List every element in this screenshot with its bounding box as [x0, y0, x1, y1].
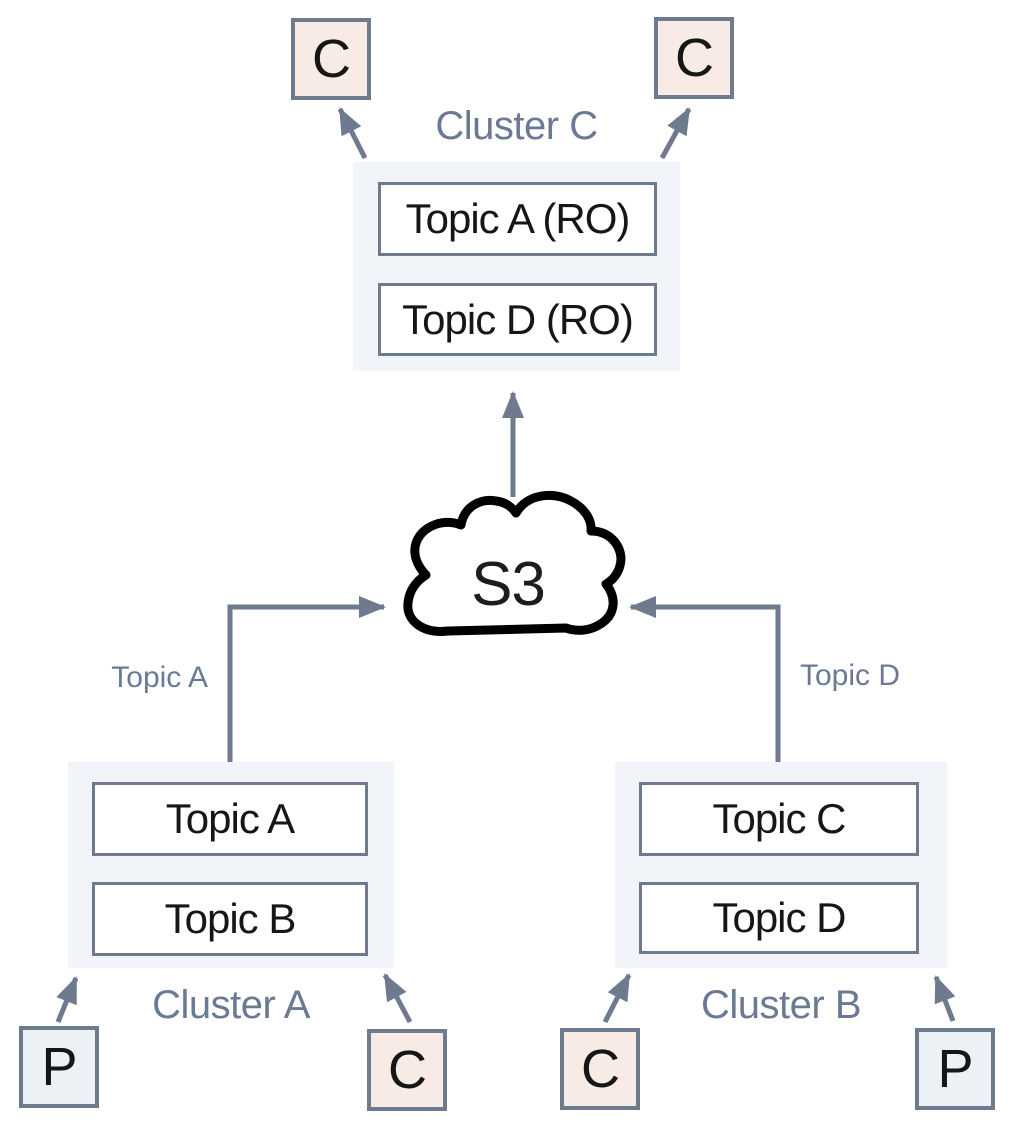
consumer-node-cluster-b: C — [560, 1028, 640, 1110]
cluster-a-box: Topic A Topic B — [68, 762, 394, 968]
cluster-c-box: Topic A (RO) Topic D (RO) — [353, 162, 680, 371]
consumer-node-top-right: C — [654, 17, 734, 99]
topic-box: Topic A (RO) — [378, 182, 657, 256]
arrow-cluster-a-to-s3 — [227, 596, 386, 762]
s3-label: S3 — [471, 550, 546, 619]
topic-box: Topic C — [639, 782, 919, 856]
consumer-node-top-left: C — [291, 18, 371, 100]
consumer-node-label: C — [675, 28, 714, 88]
cluster-a-label: Cluster A — [152, 983, 310, 1027]
consumer-node-label: C — [581, 1039, 620, 1099]
producer-node-label: P — [41, 1037, 77, 1097]
producer-node-cluster-b: P — [915, 1028, 995, 1110]
topic-box: Topic D (RO) — [378, 283, 657, 356]
edge-label-topic-a: Topic A — [111, 661, 208, 694]
producer-node-label: P — [937, 1039, 973, 1099]
producer-node-cluster-a: P — [19, 1026, 99, 1108]
consumer-node-cluster-a: C — [367, 1029, 447, 1111]
cluster-b-label: Cluster B — [701, 983, 862, 1027]
topic-box: Topic A — [92, 782, 368, 856]
cluster-b-box: Topic C Topic D — [615, 762, 947, 968]
topic-box: Topic D — [639, 882, 919, 954]
consumer-node-label: C — [312, 29, 351, 89]
edge-label-topic-d: Topic D — [800, 659, 901, 692]
topic-box: Topic B — [92, 882, 368, 956]
arrow-cluster-b-to-s3 — [629, 596, 781, 762]
consumer-node-label: C — [388, 1040, 427, 1100]
cluster-c-label: Cluster C — [435, 104, 598, 148]
